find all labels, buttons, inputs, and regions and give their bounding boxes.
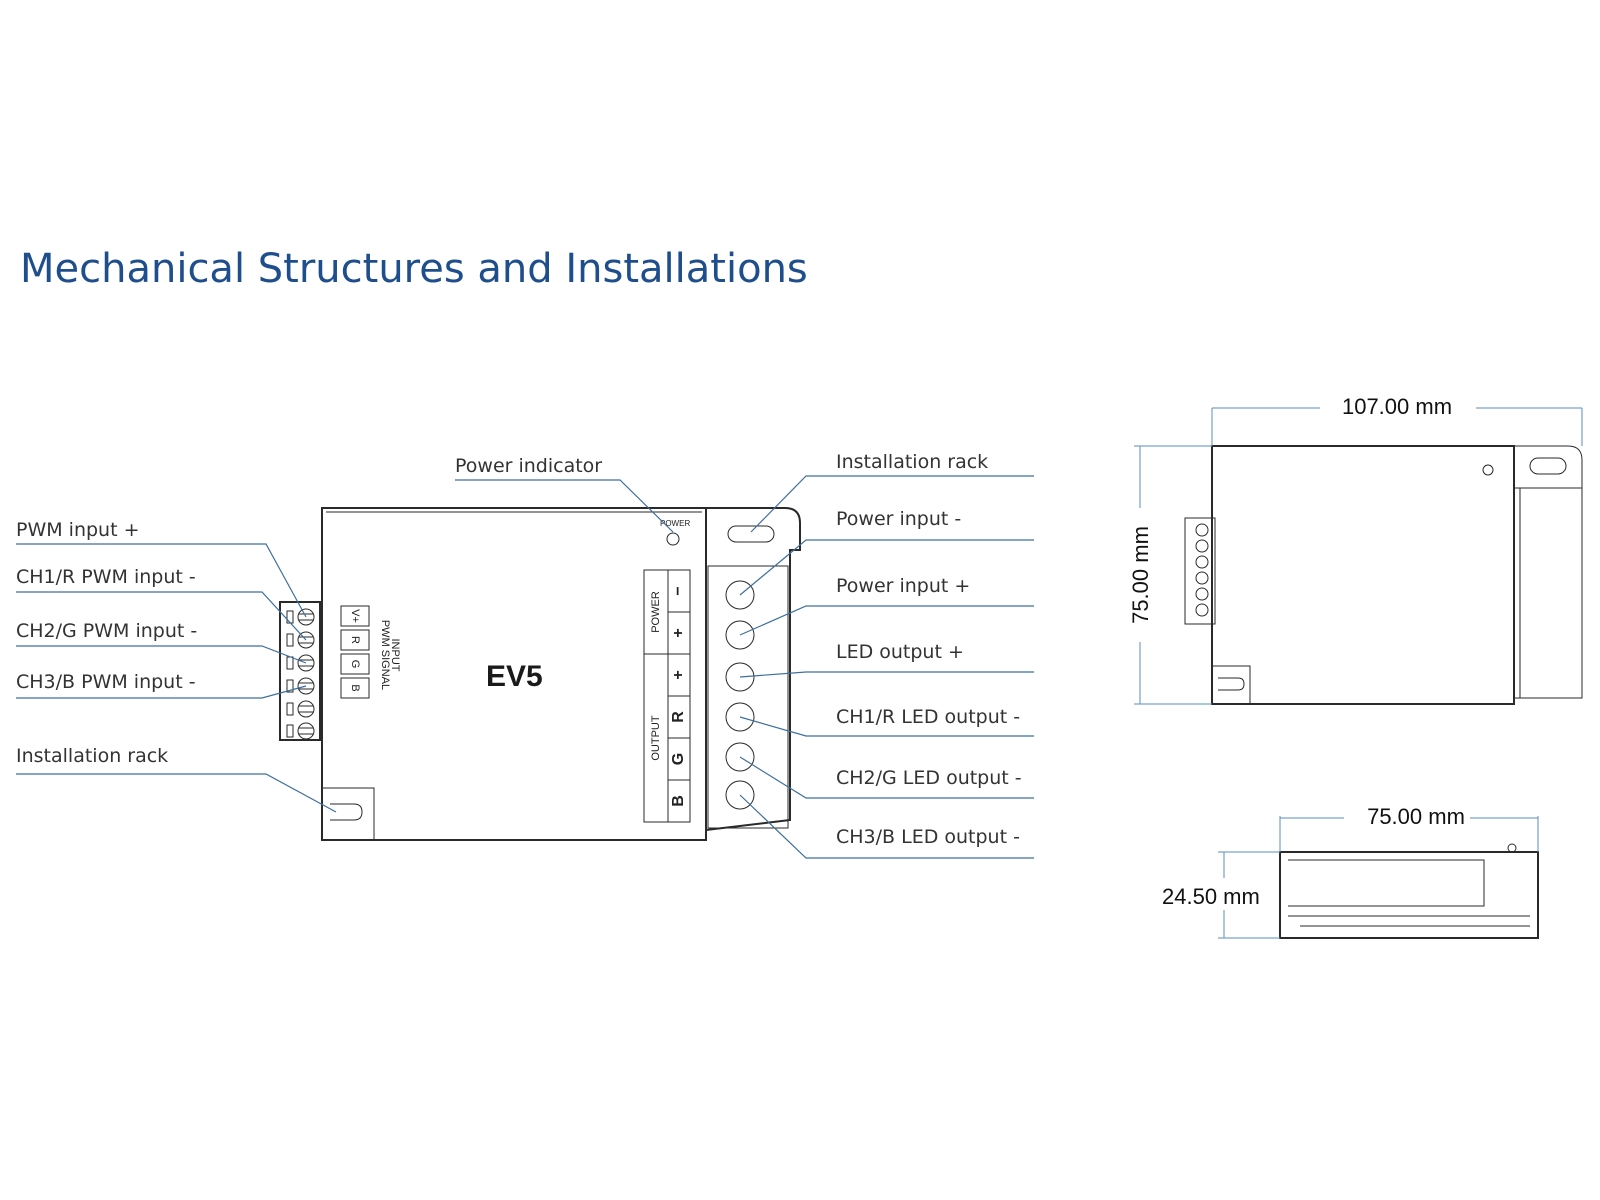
terminal-label-strip: POWER OUTPUT − + + R G B [643, 569, 691, 823]
callout-installation-rack-left: Installation rack [16, 745, 168, 767]
device-body [321, 507, 707, 841]
pin-label-r: R [349, 636, 361, 644]
callout-power-indicator: Power indicator [455, 455, 602, 477]
callout-ch2-led-output: CH2/G LED output - [836, 767, 1022, 789]
terminal-power-plus: + [670, 628, 687, 637]
callout-ch1-pwm-input: CH1/R PWM input - [16, 566, 196, 588]
callout-power-input-minus: Power input - [836, 508, 961, 530]
callout-ch1-led-output: CH1/R LED output - [836, 706, 1020, 728]
terminal-power-minus: − [670, 586, 687, 595]
dim-side-height: 24.50 mm [1162, 884, 1260, 909]
pin-label-g: G [349, 660, 361, 669]
top-view: 107.00 mm 75.00 mm [1128, 394, 1583, 705]
callout-led-output-plus: LED output + [836, 641, 964, 663]
rack-tab-left [321, 787, 375, 841]
terminal-output-plus: + [670, 670, 687, 679]
pin-label-vplus: V+ [349, 609, 361, 623]
dim-top-width: 107.00 mm [1342, 394, 1452, 419]
input-label: INPUT [389, 639, 401, 672]
right-terminal-housing [705, 507, 801, 832]
dim-side-width: 75.00 mm [1367, 804, 1465, 829]
callout-power-input-plus: Power input + [836, 575, 970, 597]
terminal-output-g: G [670, 753, 687, 765]
power-strip-label: POWER [650, 591, 662, 633]
callout-ch3-led-output: CH3/B LED output - [836, 826, 1020, 848]
power-led-icon [666, 532, 680, 546]
callout-installation-rack-right: Installation rack [836, 451, 988, 473]
callout-pwm-input-plus: PWM input + [16, 519, 140, 541]
callouts-left: PWM input + CH1/R PWM input - CH2/G PWM … [16, 519, 337, 813]
terminal-output-b: B [670, 795, 687, 807]
power-led-label: POWER [660, 519, 690, 528]
side-view: 75.00 mm 24.50 mm [1162, 804, 1539, 939]
pin-label-b: B [349, 684, 361, 691]
output-screws [725, 580, 755, 810]
device-model: EV5 [486, 660, 543, 693]
device-front-view: POWER EV5 V+ R G B INPUT PWM SIGNAL [279, 507, 801, 841]
terminal-output-r: R [670, 711, 687, 723]
rack-slot-right [727, 525, 775, 543]
page-title: Mechanical Structures and Installations [20, 246, 808, 292]
pwm-signal-label: PWM SIGNAL [379, 620, 391, 690]
callout-ch2-pwm-input: CH2/G PWM input - [16, 620, 197, 642]
callouts-right: Power indicator Installation rack Power … [455, 451, 1034, 859]
input-terminal-block [279, 601, 321, 741]
dim-top-height: 75.00 mm [1128, 526, 1153, 624]
input-pin-labels: V+ R G B INPUT PWM SIGNAL [340, 605, 401, 699]
output-strip-label: OUTPUT [650, 715, 662, 761]
callout-ch3-pwm-input: CH3/B PWM input - [16, 671, 196, 693]
